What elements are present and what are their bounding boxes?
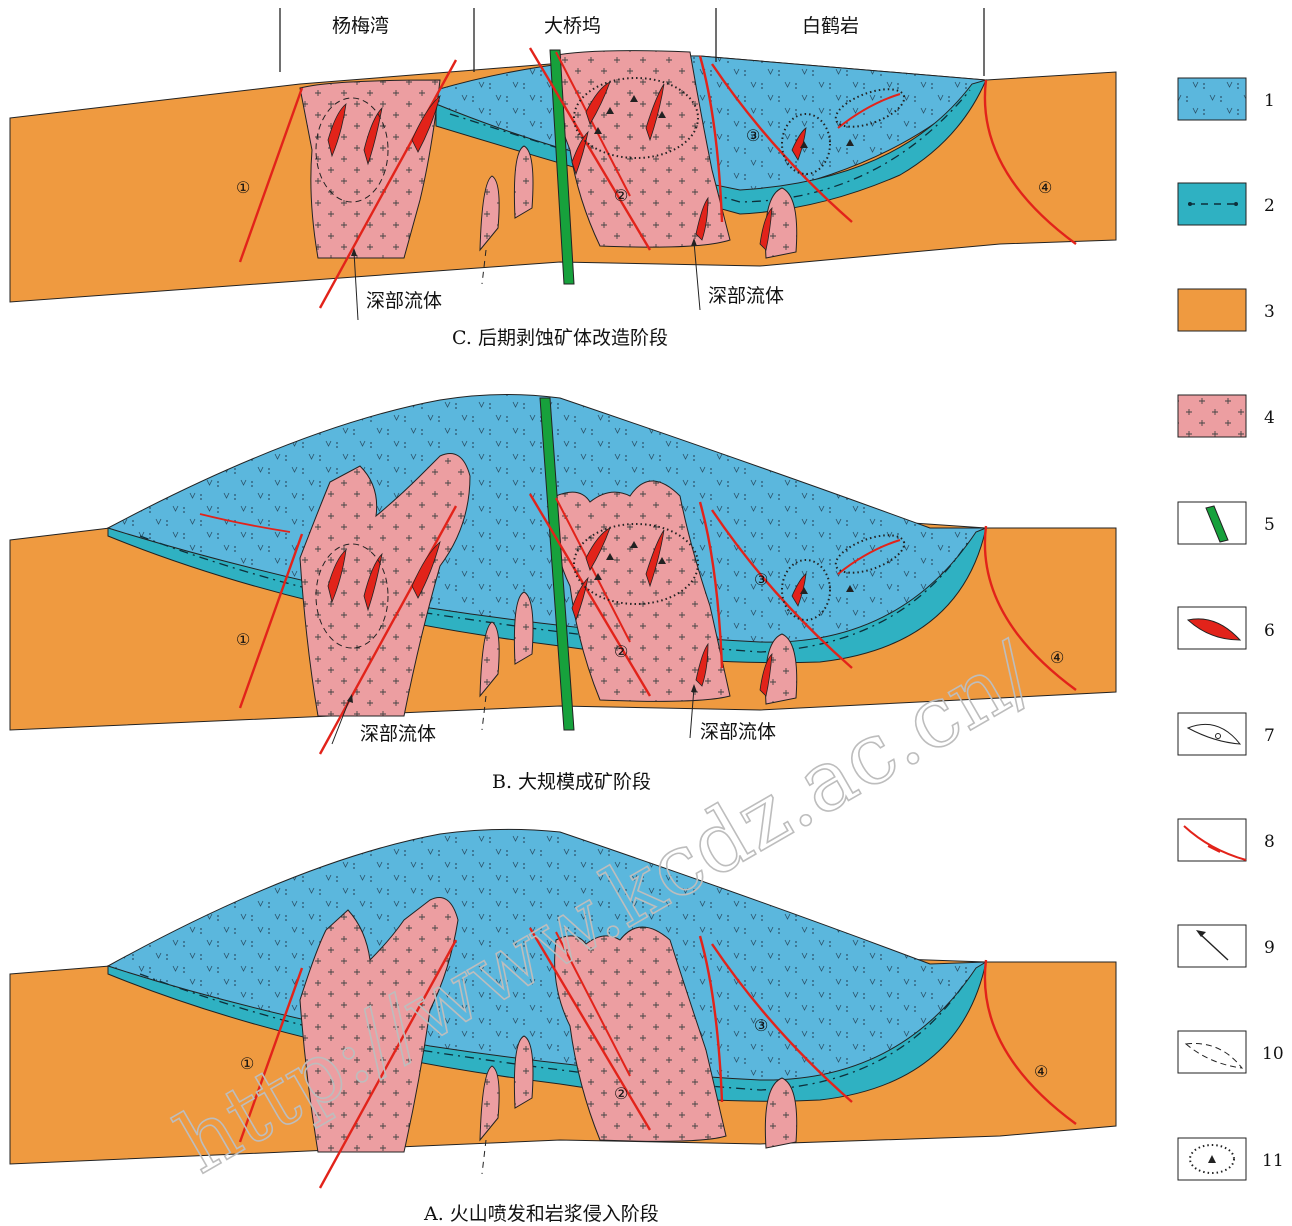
- fault-label-1: ①: [236, 178, 250, 197]
- deep-fluid-label: 深部流体: [700, 721, 776, 743]
- legend-item-6: 6: [1178, 607, 1275, 649]
- svg-text:6: 6: [1264, 621, 1275, 641]
- legend-item-4: 4: [1178, 395, 1275, 437]
- panel-c: 杨梅湾 大桥坞 白鹤岩 ① ② ③ ④ 深部流体 深部流体 C. 后期剥蚀矿体改…: [10, 8, 1116, 349]
- svg-text:2: 2: [1264, 196, 1275, 216]
- deep-fluid-label: 深部流体: [708, 285, 784, 307]
- legend-item-7: 7: [1178, 713, 1275, 755]
- legend-item-8: 8: [1178, 819, 1275, 861]
- fault-label-3: ③: [754, 570, 768, 589]
- fault-label-4: ④: [1050, 648, 1064, 667]
- deep-fluid-label: 深部流体: [366, 290, 442, 312]
- fault-label-3: ③: [746, 126, 760, 145]
- fault-label-4: ④: [1034, 1062, 1048, 1081]
- fault-label-2: ②: [614, 642, 628, 661]
- legend-item-2: 2: [1178, 183, 1275, 225]
- legend-item-11: 11: [1178, 1138, 1284, 1180]
- fault-label-4: ④: [1038, 178, 1052, 197]
- stage-caption-b: B. 大规模成矿阶段: [492, 771, 651, 793]
- stage-caption-c: C. 后期剥蚀矿体改造阶段: [452, 327, 668, 349]
- legend: 1 2 3 4 5 6 7: [1178, 78, 1284, 1180]
- legend-item-9: 9: [1178, 925, 1275, 967]
- legend-item-3: 3: [1178, 289, 1275, 331]
- fault-label-2: ②: [614, 186, 628, 205]
- legend-item-1: 1: [1178, 78, 1275, 120]
- legend-item-5: 5: [1178, 502, 1275, 544]
- fault-label-3: ③: [754, 1016, 768, 1035]
- svg-text:3: 3: [1264, 302, 1275, 322]
- stage-caption-a: A. 火山喷发和岩浆侵入阶段: [423, 1203, 659, 1225]
- fault-label-2: ②: [614, 1084, 628, 1103]
- svg-text:11: 11: [1262, 1151, 1284, 1171]
- svg-text:5: 5: [1264, 515, 1275, 535]
- svg-text:10: 10: [1262, 1044, 1284, 1064]
- deep-fluid-label: 深部流体: [360, 723, 436, 745]
- location-label-yangmeiwan: 杨梅湾: [332, 15, 389, 37]
- svg-text:7: 7: [1264, 726, 1275, 746]
- svg-text:4: 4: [1264, 408, 1275, 428]
- svg-text:1: 1: [1264, 91, 1275, 111]
- svg-text:8: 8: [1264, 832, 1275, 852]
- legend-item-10: 10: [1178, 1031, 1284, 1073]
- svg-text:9: 9: [1264, 938, 1275, 958]
- location-label-baiheyan: 白鹤岩: [802, 15, 859, 37]
- fault-label-1: ①: [236, 630, 250, 649]
- location-label-daqiaowu: 大桥坞: [544, 15, 601, 37]
